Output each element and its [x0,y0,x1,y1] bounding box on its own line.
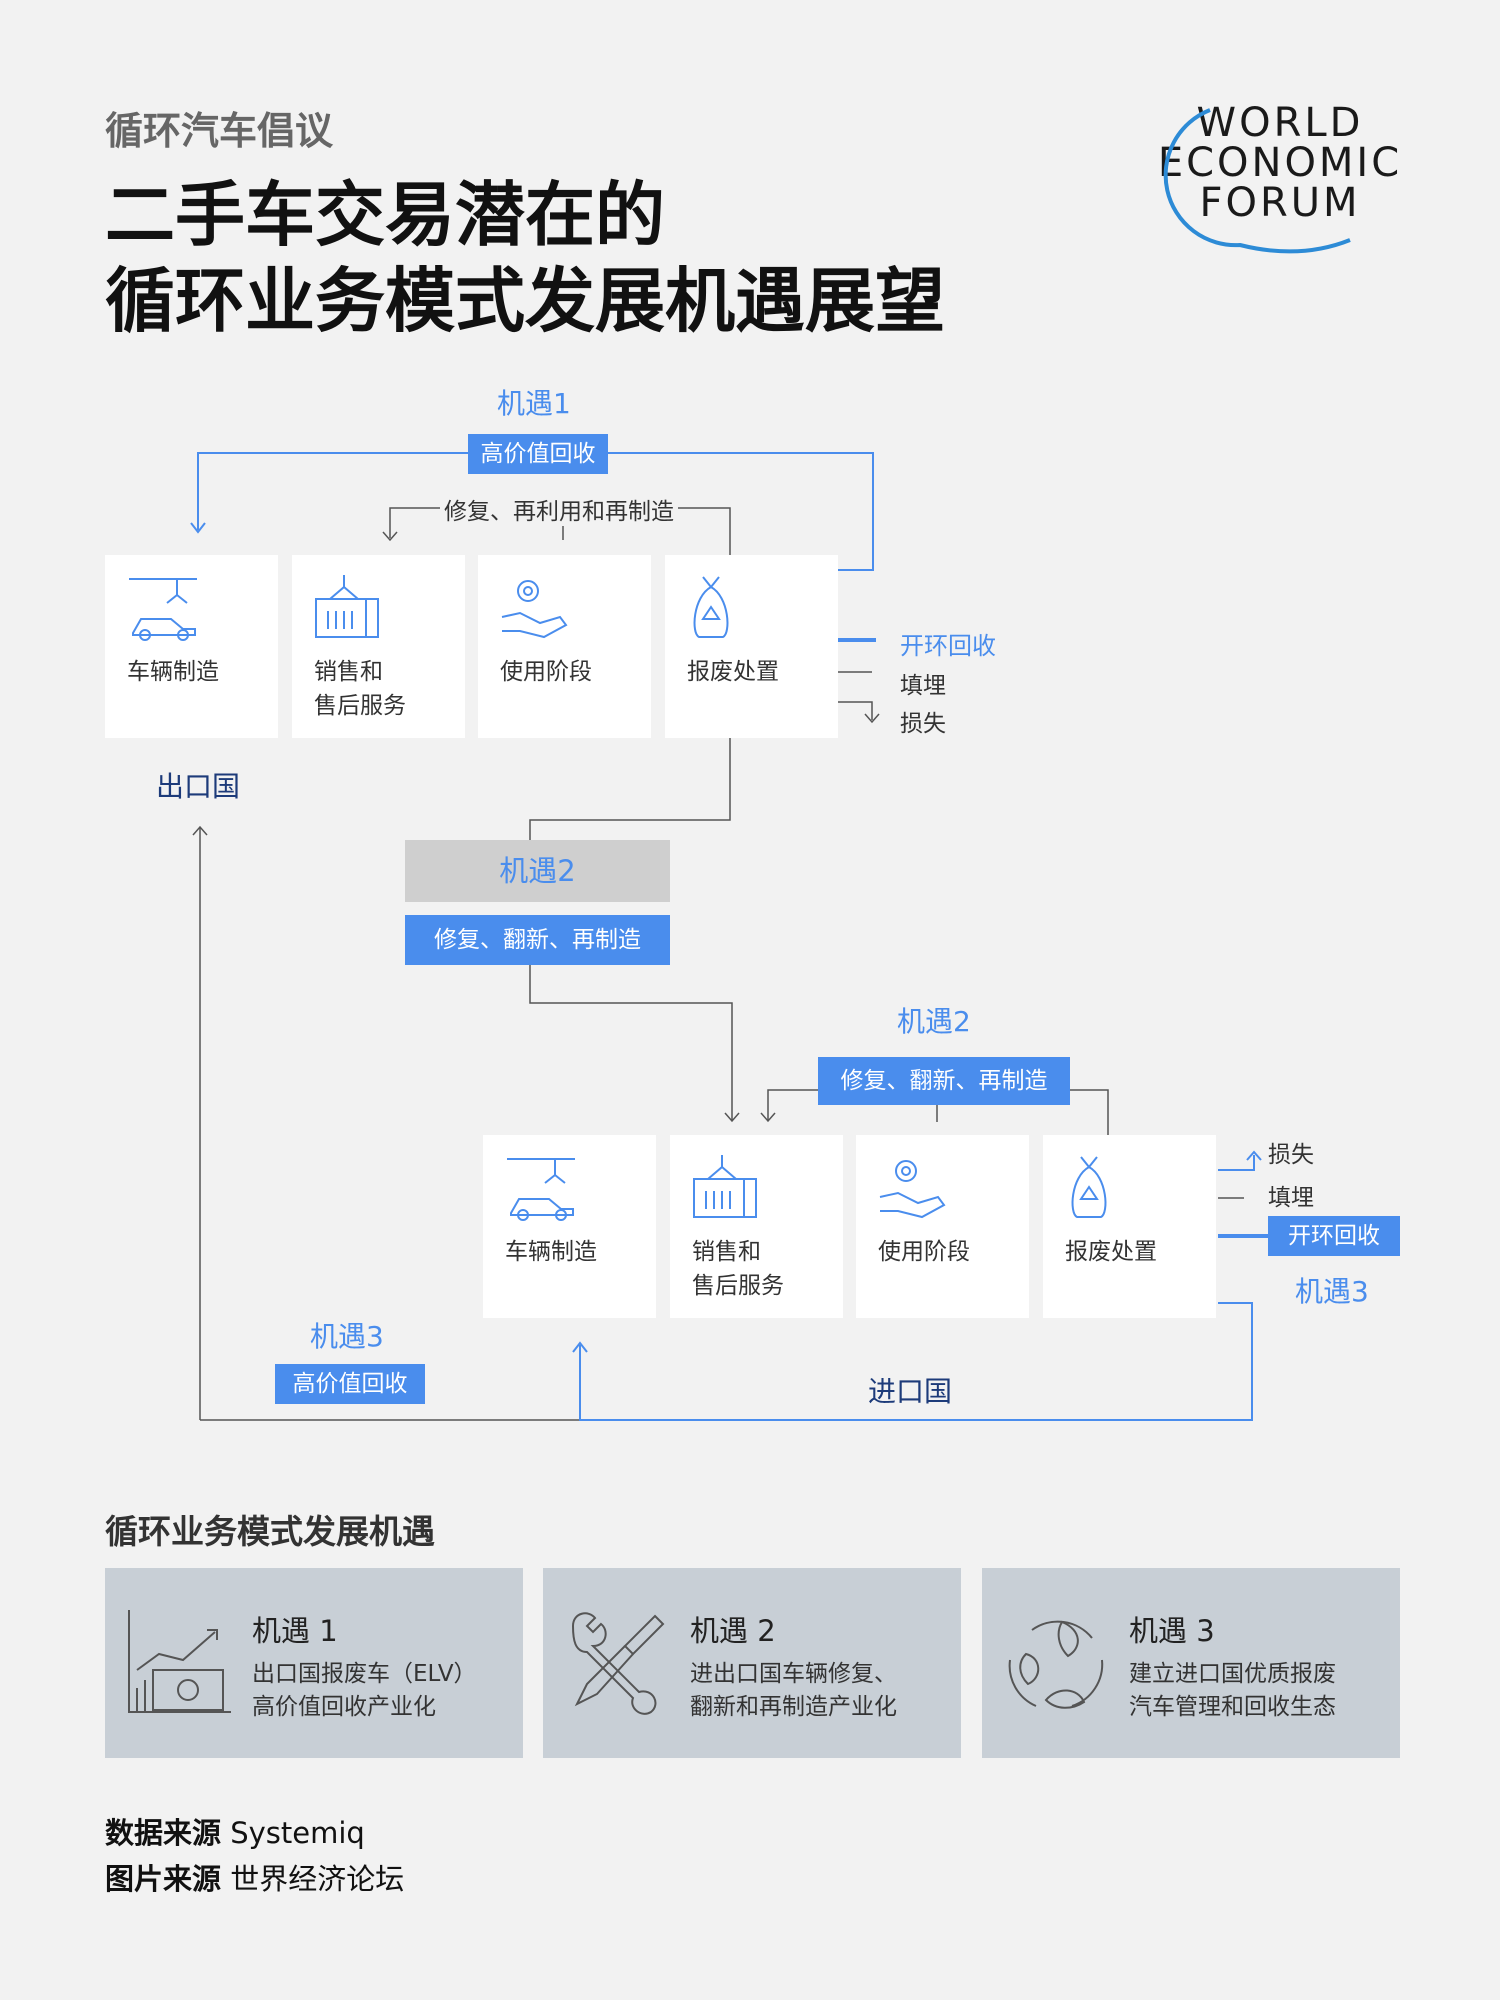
logo-line-2: ECONOMIC [1157,140,1403,186]
card-title: 机遇 1 [252,1614,338,1648]
stage-box-disposal-2: 报废处置 [1043,1135,1216,1318]
hand-gear-icon [879,1160,946,1219]
output-loss-2: 损失 [1268,1142,1314,1168]
repair-refurbish-tag-2: 修复、翻新、再制造 [818,1057,1070,1105]
stage-box-sales: 销售和 售后服务 [292,555,465,738]
section-title: 循环业务模式发展机遇 [105,1512,435,1551]
open-loop-recycling-tag: 开环回收 [1268,1216,1400,1256]
car-factory-icon [129,578,197,641]
opportunity-3-right-label: 机遇3 [1295,1275,1369,1308]
stage-label: 销售和 售后服务 [692,1239,784,1299]
output-loss: 损失 [900,711,946,737]
high-value-recovery-tag: 高价值回收 [468,434,608,474]
wrench-screwdriver-icon [571,1612,665,1715]
output-landfill-2: 填埋 [1268,1185,1314,1211]
stage-box-manufacturing-2: 车辆制造 [483,1135,656,1318]
kicker: 循环汽车倡议 [105,109,334,153]
data-source: 数据来源 Systemiq [105,1810,365,1852]
stage-label: 销售和 售后服务 [314,659,406,719]
data-source-label: 数据来源 [105,1816,222,1850]
opportunity-card-3: 机遇 3 建立进口国优质报废 汽车管理和回收生态 [982,1568,1400,1758]
stage-box-use: 使用阶段 [478,555,651,738]
stage-label: 报废处置 [687,659,779,685]
output-landfill: 填埋 [900,673,946,699]
stage-label: 车辆制造 [505,1239,597,1265]
image-source-value: 世界经济论坛 [230,1862,405,1896]
recycle-bag-icon [693,576,729,638]
leaf-cycle-icon [1008,1620,1104,1709]
opportunity-card-2: 机遇 2 进出口国车辆修复、 翻新和再制造产业化 [543,1568,961,1758]
opportunity-2-band: 机遇2 [405,840,670,902]
stage-box-sales-2: 销售和 售后服务 [670,1135,843,1318]
card-description: 进出口国车辆修复、 翻新和再制造产业化 [690,1661,897,1720]
stage-label: 使用阶段 [878,1239,970,1265]
stage-box-use-2: 使用阶段 [856,1135,1029,1318]
title-line-1: 二手车交易潜在的 [105,174,665,256]
repair-reuse-label: 修复、再利用和再制造 [440,492,678,526]
wef-logo: WORLD ECONOMIC FORUM [1140,100,1420,260]
hand-gear-icon [501,580,568,639]
growth-chart-money-icon [128,1610,231,1713]
title-line-2: 循环业务模式发展机遇展望 [105,260,945,342]
card-title: 机遇 2 [690,1614,776,1648]
stage-label: 车辆制造 [127,659,219,685]
logo-line-3: FORUM [1199,180,1361,226]
opportunity-3-left-label: 机遇3 [310,1320,384,1353]
logo-line-1: WORLD [1196,100,1364,146]
container-crane-icon [315,575,379,638]
opportunity-2-label: 机遇2 [897,1005,971,1038]
car-factory-icon [507,1158,575,1221]
repair-refurbish-tag: 修复、翻新、再制造 [405,915,670,965]
container-crane-icon [693,1155,757,1218]
recycle-bag-icon [1071,1156,1107,1218]
card-description: 出口国报废车（ELV） 高价值回收产业化 [252,1661,477,1720]
card-title: 机遇 3 [1129,1614,1215,1648]
stage-box-disposal: 报废处置 [665,555,838,738]
import-country-label: 进口国 [868,1375,953,1408]
data-source-value: Systemiq [230,1816,365,1850]
card-description: 建立进口国优质报废 汽车管理和回收生态 [1129,1661,1336,1720]
image-source: 图片来源 世界经济论坛 [105,1856,404,1898]
opportunity-1-label: 机遇1 [497,387,571,420]
stage-box-manufacturing: 车辆制造 [105,555,278,738]
opportunity-card-1: 机遇 1 出口国报废车（ELV） 高价值回收产业化 [105,1568,523,1758]
stage-label: 使用阶段 [500,659,592,685]
logo-arc-icon [1163,108,1351,254]
high-value-recovery-tag-2: 高价值回收 [275,1364,425,1404]
output-open-loop: 开环回收 [900,632,996,660]
page-title: 二手车交易潜在的 循环业务模式发展机遇展望 [105,172,945,344]
export-country-label: 出口国 [156,770,241,803]
image-source-label: 图片来源 [105,1862,222,1896]
stage-label: 报废处置 [1065,1239,1157,1265]
